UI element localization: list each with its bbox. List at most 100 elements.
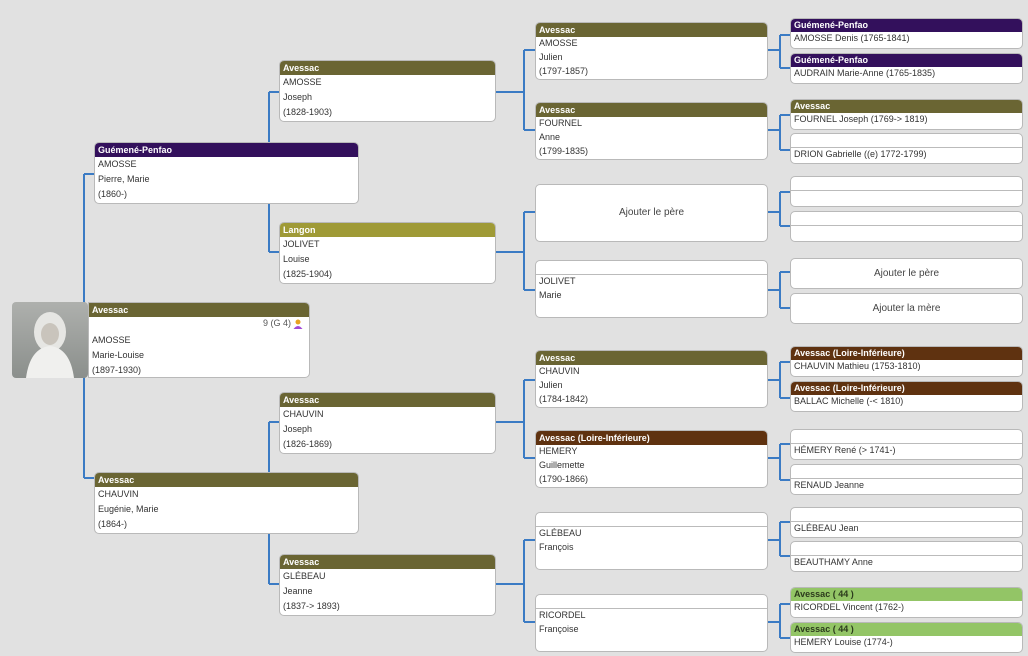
person-name: HÉMERY René (> 1741-) xyxy=(794,445,896,455)
surname: GLÉBEAU xyxy=(539,528,582,538)
place-header: Avessac xyxy=(89,303,309,317)
given-name: Guillemette xyxy=(539,460,585,470)
person-name: RENAUD Jeanne xyxy=(794,480,865,490)
dates: (1828-1903) xyxy=(283,107,333,117)
surname: GLÉBEAU xyxy=(283,571,326,581)
surname: AMOSSE xyxy=(539,38,578,48)
place-header: Avessac xyxy=(280,393,495,407)
ancestor-card-16[interactable]: Avessac ( 44 ) HEMERY Louise (1774-) xyxy=(790,622,1023,653)
place-header: Avessac xyxy=(791,100,1022,113)
given-name: Marie-Louise xyxy=(92,350,145,360)
ancestor-card-10[interactable]: Avessac (Loire-Inférieure) BALLAC Michel… xyxy=(790,381,1023,412)
ancestor-card-6[interactable] xyxy=(790,211,1023,242)
ancestor-card-1[interactable]: Guémené-Penfao AMOSSE Denis (1765-1841) xyxy=(790,18,1023,49)
ancestor-card-15[interactable]: Avessac ( 44 ) RICORDEL Vincent (1762-) xyxy=(790,587,1023,618)
given-name: Pierre, Marie xyxy=(98,174,150,184)
surname: JOLIVET xyxy=(283,239,320,249)
given-name: Françoise xyxy=(539,624,579,634)
place-header: Avessac xyxy=(280,555,495,569)
person-name: RICORDEL Vincent (1762-) xyxy=(794,602,905,612)
divider xyxy=(536,526,767,527)
person-icon[interactable] xyxy=(293,319,303,329)
place-header: Langon xyxy=(280,223,495,237)
great-grandparent-card-2[interactable]: Avessac FOURNEL Anne (1799-1835) xyxy=(535,102,768,160)
ancestor-card-14[interactable]: BEAUTHAMY Anne xyxy=(790,541,1023,572)
root-person-card[interactable]: Avessac 9 (G 4) AMOSSE Marie-Louise (189… xyxy=(88,302,310,378)
divider xyxy=(791,225,1022,226)
person-name: BEAUTHAMY Anne xyxy=(794,557,873,567)
dates: (1799-1835) xyxy=(539,146,589,156)
paternal-grandmother-card[interactable]: Langon JOLIVET Louise (1825-1904) xyxy=(279,222,496,284)
given-name: François xyxy=(539,542,574,552)
great-grandparent-card-4[interactable]: JOLIVET Marie xyxy=(535,260,768,318)
ancestor-card-13[interactable]: GLÉBEAU Jean xyxy=(790,507,1023,538)
place-header: Guémené-Penfao xyxy=(95,143,358,157)
given-name: Anne xyxy=(539,132,561,142)
great-grandparent-card-8[interactable]: RICORDEL Françoise xyxy=(535,594,768,652)
person-name: BALLAC Michelle (-< 1810) xyxy=(794,396,904,406)
dates: (1860-) xyxy=(98,189,128,199)
divider xyxy=(791,147,1022,148)
place-header: Guémené-Penfao xyxy=(791,54,1022,67)
person-name: GLÉBEAU Jean xyxy=(794,523,859,533)
given-name: Jeanne xyxy=(283,586,313,596)
portrait-icon xyxy=(26,312,74,378)
divider xyxy=(791,521,1022,522)
root-photo[interactable] xyxy=(12,302,88,378)
divider xyxy=(536,274,767,275)
surname: CHAUVIN xyxy=(98,489,139,499)
ancestor-card-4[interactable]: DRION Gabrielle ((e) 1772-1799) xyxy=(790,133,1023,164)
dates: (1797-1857) xyxy=(539,66,589,76)
surname: HEMERY xyxy=(539,446,578,456)
maternal-grandfather-card[interactable]: Avessac CHAUVIN Joseph (1826-1869) xyxy=(279,392,496,454)
given-name: Julien xyxy=(539,380,563,390)
add-father-button[interactable]: Ajouter le père xyxy=(790,258,1023,289)
great-grandparent-card-6[interactable]: Avessac (Loire-Inférieure) HEMERY Guille… xyxy=(535,430,768,488)
add-mother-button[interactable]: Ajouter la mère xyxy=(790,293,1023,324)
generation-counter: 9 (G 4) xyxy=(263,318,303,329)
dates: (1826-1869) xyxy=(283,439,333,449)
dates: (1897-1930) xyxy=(92,365,142,375)
divider xyxy=(791,190,1022,191)
dates: (1790-1866) xyxy=(539,474,589,484)
surname: CHAUVIN xyxy=(283,409,324,419)
place-header: Avessac xyxy=(536,103,767,117)
person-name: AMOSSE Denis (1765-1841) xyxy=(794,33,910,43)
divider xyxy=(791,478,1022,479)
given-name: Joseph xyxy=(283,92,313,102)
father-card[interactable]: Guémené-Penfao AMOSSE Pierre, Marie (186… xyxy=(94,142,359,204)
divider xyxy=(791,555,1022,556)
ancestor-card-2[interactable]: Guémené-Penfao AUDRAIN Marie-Anne (1765-… xyxy=(790,53,1023,84)
dates: (1837-> 1893) xyxy=(283,601,340,611)
surname: CHAUVIN xyxy=(539,366,580,376)
dates: (1825-1904) xyxy=(283,269,333,279)
add-father-button[interactable]: Ajouter le père xyxy=(535,184,768,242)
paternal-grandfather-card[interactable]: Avessac AMOSSE Joseph (1828-1903) xyxy=(279,60,496,122)
person-name: CHAUVIN Mathieu (1753-1810) xyxy=(794,361,921,371)
surname: FOURNEL xyxy=(539,118,583,128)
person-name: DRION Gabrielle ((e) 1772-1799) xyxy=(794,149,927,159)
place-header: Avessac ( 44 ) xyxy=(791,588,1022,601)
given-name: Joseph xyxy=(283,424,313,434)
mother-card[interactable]: Avessac CHAUVIN Eugénie, Marie (1864-) xyxy=(94,472,359,534)
maternal-grandmother-card[interactable]: Avessac GLÉBEAU Jeanne (1837-> 1893) xyxy=(279,554,496,616)
ancestor-card-12[interactable]: RENAUD Jeanne xyxy=(790,464,1023,495)
place-header: Avessac xyxy=(536,351,767,365)
ancestor-card-11[interactable]: HÉMERY René (> 1741-) xyxy=(790,429,1023,460)
given-name: Marie xyxy=(539,290,562,300)
ancestor-card-9[interactable]: Avessac (Loire-Inférieure) CHAUVIN Mathi… xyxy=(790,346,1023,377)
great-grandparent-card-1[interactable]: Avessac AMOSSE Julien (1797-1857) xyxy=(535,22,768,80)
ancestor-card-5[interactable] xyxy=(790,176,1023,207)
great-grandparent-card-5[interactable]: Avessac CHAUVIN Julien (1784-1842) xyxy=(535,350,768,408)
great-grandparent-card-7[interactable]: GLÉBEAU François xyxy=(535,512,768,570)
divider xyxy=(791,443,1022,444)
place-header: Avessac xyxy=(536,23,767,37)
person-name: AUDRAIN Marie-Anne (1765-1835) xyxy=(794,68,936,78)
ancestor-card-3[interactable]: Avessac FOURNEL Joseph (1769-> 1819) xyxy=(790,99,1023,130)
surname: AMOSSE xyxy=(92,335,131,345)
place-header: Guémené-Penfao xyxy=(791,19,1022,32)
person-name: FOURNEL Joseph (1769-> 1819) xyxy=(794,114,928,124)
place-header: Avessac xyxy=(95,473,358,487)
divider xyxy=(536,608,767,609)
